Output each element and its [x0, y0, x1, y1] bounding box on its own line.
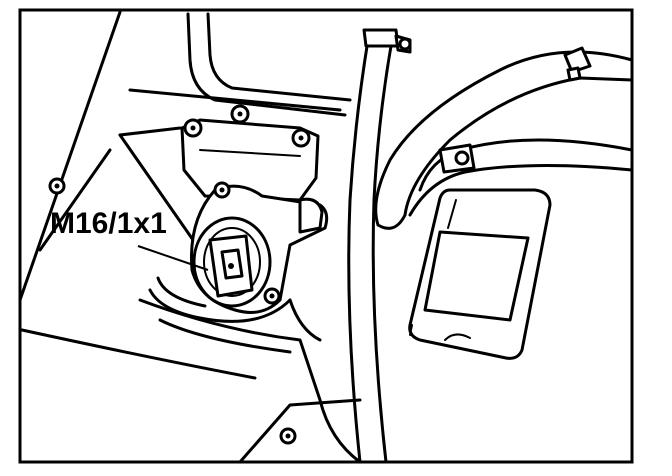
callout-leader-line: [137, 245, 209, 271]
vertical-hose: [347, 28, 412, 464]
callout-m16-1x1: M16/1x1: [50, 207, 209, 271]
callout-label-m16-1x1: M16/1x1: [50, 207, 167, 240]
mounting-bracket: [180, 118, 320, 202]
figure-frame: [18, 8, 634, 464]
control-module-box: [408, 188, 552, 360]
upper-right-pipe: [374, 46, 634, 230]
lower-panel: [138, 298, 362, 464]
right-pipe-clamp: [408, 138, 634, 217]
body-panel-left: [18, 10, 257, 380]
upper-cover-plate: [118, 12, 352, 252]
component-m16-1x1: [148, 181, 329, 323]
